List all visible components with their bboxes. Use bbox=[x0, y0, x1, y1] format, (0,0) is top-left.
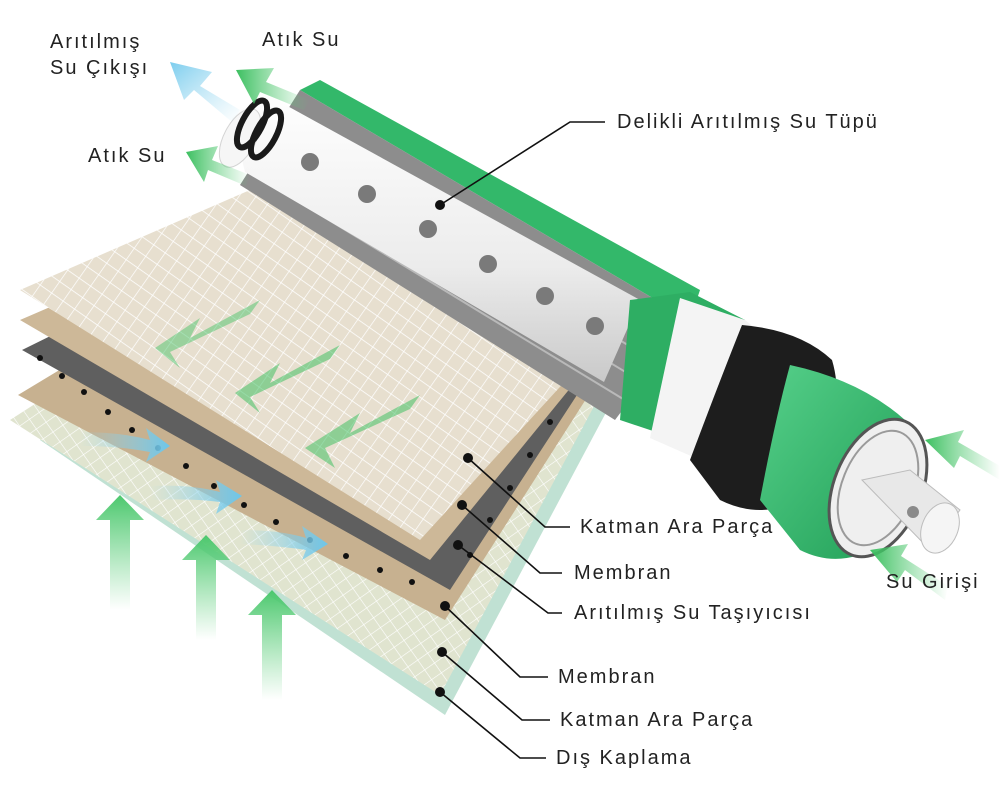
outer-wrap-shell bbox=[300, 80, 700, 320]
label-permeate-carrier: Arıtılmış Su Taşıyıcısı bbox=[574, 602, 812, 624]
leader-outer-wrap bbox=[439, 691, 546, 759]
tube-o-rings bbox=[233, 97, 285, 161]
label-perforated-tube: Delikli Arıtılmış Su Tüpü bbox=[617, 111, 879, 133]
label-membrane-bottom: Membran bbox=[558, 666, 656, 688]
leader-perforated-tube bbox=[439, 121, 605, 206]
leader-feed-spacer-bottom bbox=[441, 651, 550, 721]
sheet-layers bbox=[10, 190, 610, 715]
inlet-arrow-top bbox=[925, 430, 1000, 480]
label-membrane-top: Membran bbox=[574, 562, 672, 584]
green-feed-arrows-bottom bbox=[96, 495, 296, 700]
label-purified-outlet-line1: Arıtılmış bbox=[50, 31, 141, 53]
tube-holes bbox=[301, 153, 604, 335]
green-flow-arrows-sheet bbox=[155, 300, 420, 468]
leader-dots bbox=[435, 200, 473, 697]
label-waste-water-top: Atık Su bbox=[262, 29, 340, 51]
feed-spacer-sheet-top bbox=[20, 190, 580, 540]
stub-hole bbox=[907, 506, 919, 518]
perforated-tube bbox=[232, 92, 640, 382]
inlet-arrow-bottom bbox=[870, 544, 948, 600]
leader-feed-spacer-top bbox=[467, 457, 570, 528]
label-feed-spacer-top: Katman Ara Parça bbox=[580, 516, 774, 538]
label-water-inlet: Su Girişi bbox=[886, 571, 980, 593]
label-waste-water-left: Atık Su bbox=[88, 145, 166, 167]
purified-outlet-arrow bbox=[170, 62, 240, 122]
leader-lines bbox=[439, 121, 605, 759]
flow-arrows-outlets bbox=[170, 62, 1000, 600]
leader-permeate-carrier bbox=[457, 544, 562, 614]
label-feed-spacer-bottom: Katman Ara Parça bbox=[560, 709, 754, 731]
labels: Arıtılmış Su Çıkışı Atık Su Atık Su Deli… bbox=[50, 29, 980, 769]
leader-membrane-bottom bbox=[444, 605, 548, 678]
membrane-roll bbox=[218, 80, 961, 559]
blue-permeate-arrows bbox=[80, 428, 328, 560]
label-purified-outlet-line2: Su Çıkışı bbox=[50, 57, 149, 79]
label-outer-wrap: Dış Kaplama bbox=[556, 747, 693, 769]
waste-arrow-left bbox=[186, 146, 250, 186]
leader-membrane-top bbox=[461, 504, 562, 574]
waste-arrow-top bbox=[236, 68, 310, 110]
